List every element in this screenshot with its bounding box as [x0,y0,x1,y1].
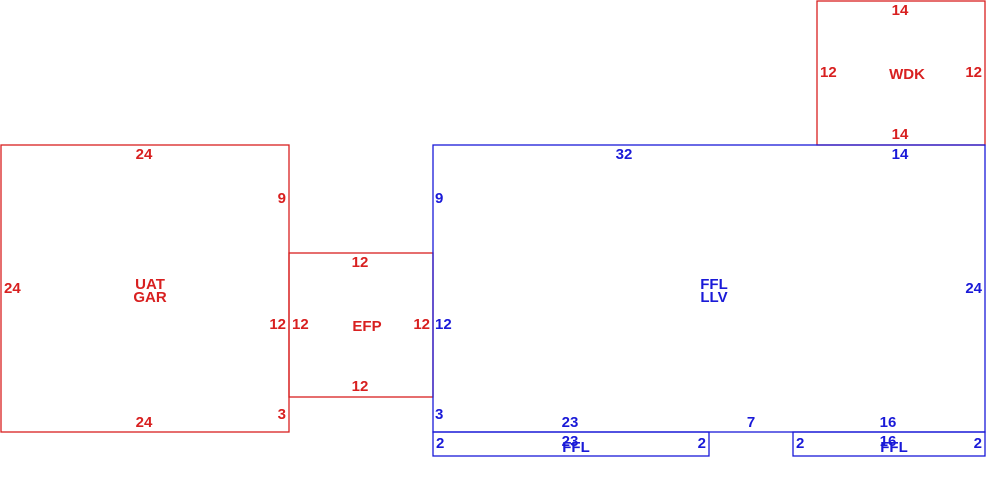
right-extension-right-dimension: 2 [974,435,982,452]
wood-deck-top-dimension: 14 [892,2,909,19]
wood-deck-area: 14 14 12 12 WDK [816,0,986,146]
wood-deck-code: WDK [889,66,925,83]
left-extension-code: FFL [562,439,590,456]
main-code-line-2: LLV [700,289,727,306]
left-extension-outline [432,431,710,457]
main-bottom-left-dimension: 23 [562,414,579,431]
left-extension-area: 2 2 23 FFL [432,431,710,457]
main-left-lower-dimension: 3 [435,406,443,423]
garage-left-dimension: 24 [4,280,21,297]
right-extension-area: 2 2 16 FFL [792,431,986,457]
wood-deck-right-dimension: 12 [965,64,982,81]
main-code-line-1: FFL [700,276,728,293]
right-extension-top-dimension: 16 [880,433,897,450]
entry-porch-top-dimension: 12 [352,254,369,271]
main-left-middle-dimension: 12 [435,316,452,333]
wood-deck-bottom-dimension: 14 [892,126,909,143]
left-extension-right-dimension: 2 [698,435,706,452]
main-top-right-dimension: 14 [892,146,909,163]
main-bottom-middle-dimension: 7 [747,414,755,431]
garage-bottom-dimension: 24 [136,414,153,431]
main-left-upper-dimension: 9 [435,190,443,207]
garage-code-line-2: GAR [133,289,167,306]
main-bottom-right-dimension: 16 [880,414,897,431]
garage-area: 24 24 24 9 12 3 UAT GAR [0,144,290,433]
left-extension-top-dimension: 23 [562,433,579,450]
entry-porch-left-dimension: 12 [292,316,309,333]
entry-porch-area: 12 12 12 12 EFP [288,252,434,398]
garage-code-line-1: UAT [135,276,165,293]
entry-porch-right-dimension: 12 [413,316,430,333]
left-extension-left-dimension: 2 [436,435,444,452]
garage-right-lower-dimension: 3 [278,406,286,423]
main-right-dimension: 24 [965,280,982,297]
entry-porch-bottom-dimension: 12 [352,378,369,395]
right-extension-code: FFL [880,439,908,456]
garage-right-middle-dimension: 12 [269,316,286,333]
main-living-area: 32 14 24 9 12 3 23 7 16 FFL LLV [432,144,986,433]
garage-right-upper-dimension: 9 [278,190,286,207]
garage-top-dimension: 24 [136,146,153,163]
main-top-left-dimension: 32 [616,146,633,163]
entry-porch-code: EFP [352,318,381,335]
wood-deck-left-dimension: 12 [820,64,837,81]
right-extension-left-dimension: 2 [796,435,804,452]
right-extension-outline [792,431,986,457]
